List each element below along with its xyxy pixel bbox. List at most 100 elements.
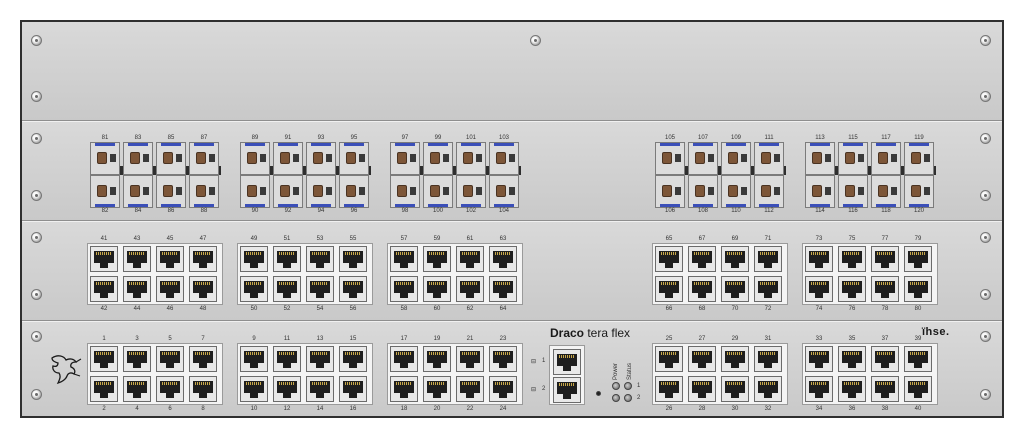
sfp-port[interactable] xyxy=(754,142,784,175)
rj45-port[interactable] xyxy=(754,346,782,372)
sfp-port[interactable] xyxy=(189,142,219,175)
rj45-port[interactable] xyxy=(240,376,268,402)
sfp-port[interactable] xyxy=(156,142,186,175)
rj45-port[interactable] xyxy=(754,246,782,272)
rj45-port[interactable] xyxy=(123,246,151,272)
rj45-port[interactable] xyxy=(754,276,782,302)
sfp-port[interactable] xyxy=(456,175,486,208)
rj45-port[interactable] xyxy=(123,376,151,402)
rj45-port[interactable] xyxy=(688,246,716,272)
rj45-port[interactable] xyxy=(90,246,118,272)
sfp-port[interactable] xyxy=(655,175,685,208)
rj45-port[interactable] xyxy=(805,346,833,372)
rj45-port[interactable] xyxy=(655,376,683,402)
rj45-port[interactable] xyxy=(306,246,334,272)
rj45-port[interactable] xyxy=(423,246,451,272)
rj45-port[interactable] xyxy=(339,376,367,402)
sfp-port[interactable] xyxy=(306,142,336,175)
sfp-port[interactable] xyxy=(123,175,153,208)
rj45-port[interactable] xyxy=(904,346,932,372)
rj45-port[interactable] xyxy=(754,376,782,402)
rj45-port[interactable] xyxy=(339,276,367,302)
rj45-port[interactable] xyxy=(390,376,418,402)
sfp-port[interactable] xyxy=(838,175,868,208)
rj45-port[interactable] xyxy=(273,246,301,272)
sfp-port[interactable] xyxy=(189,175,219,208)
rj45-port[interactable] xyxy=(838,246,866,272)
rj45-port[interactable] xyxy=(655,276,683,302)
rj45-port[interactable] xyxy=(306,346,334,372)
sfp-port[interactable] xyxy=(240,175,270,208)
sfp-port[interactable] xyxy=(688,175,718,208)
sfp-port[interactable] xyxy=(390,175,420,208)
rj45-port[interactable] xyxy=(838,376,866,402)
rj45-port[interactable] xyxy=(156,276,184,302)
rj45-port[interactable] xyxy=(156,346,184,372)
rj45-port[interactable] xyxy=(240,346,268,372)
rj45-port[interactable] xyxy=(423,346,451,372)
sfp-port[interactable] xyxy=(805,142,835,175)
sfp-port[interactable] xyxy=(489,175,519,208)
rj45-port[interactable] xyxy=(123,346,151,372)
sfp-port[interactable] xyxy=(123,142,153,175)
management-ethernet-port[interactable] xyxy=(553,377,581,403)
sfp-port[interactable] xyxy=(805,175,835,208)
sfp-port[interactable] xyxy=(339,175,369,208)
rj45-port[interactable] xyxy=(721,276,749,302)
rj45-port[interactable] xyxy=(156,246,184,272)
rj45-port[interactable] xyxy=(838,276,866,302)
rj45-port[interactable] xyxy=(123,276,151,302)
rj45-port[interactable] xyxy=(90,346,118,372)
rj45-port[interactable] xyxy=(273,346,301,372)
sfp-port[interactable] xyxy=(904,175,934,208)
rj45-port[interactable] xyxy=(90,376,118,402)
sfp-port[interactable] xyxy=(838,142,868,175)
rj45-port[interactable] xyxy=(456,276,484,302)
rj45-port[interactable] xyxy=(456,246,484,272)
rj45-port[interactable] xyxy=(156,376,184,402)
sfp-port[interactable] xyxy=(273,142,303,175)
rj45-port[interactable] xyxy=(871,246,899,272)
sfp-port[interactable] xyxy=(871,175,901,208)
sfp-port[interactable] xyxy=(240,142,270,175)
sfp-port[interactable] xyxy=(721,175,751,208)
rj45-port[interactable] xyxy=(189,376,217,402)
sfp-port[interactable] xyxy=(456,142,486,175)
rj45-port[interactable] xyxy=(871,276,899,302)
sfp-port[interactable] xyxy=(904,142,934,175)
rj45-port[interactable] xyxy=(805,376,833,402)
rj45-port[interactable] xyxy=(240,276,268,302)
rj45-port[interactable] xyxy=(339,246,367,272)
rj45-port[interactable] xyxy=(721,246,749,272)
sfp-port[interactable] xyxy=(871,142,901,175)
sfp-port[interactable] xyxy=(90,175,120,208)
rj45-port[interactable] xyxy=(423,376,451,402)
rj45-port[interactable] xyxy=(489,346,517,372)
rj45-port[interactable] xyxy=(904,246,932,272)
rj45-port[interactable] xyxy=(655,246,683,272)
rj45-port[interactable] xyxy=(423,276,451,302)
sfp-port[interactable] xyxy=(655,142,685,175)
rj45-port[interactable] xyxy=(390,246,418,272)
rj45-port[interactable] xyxy=(189,346,217,372)
rj45-port[interactable] xyxy=(390,276,418,302)
rj45-port[interactable] xyxy=(306,276,334,302)
sfp-port[interactable] xyxy=(688,142,718,175)
sfp-port[interactable] xyxy=(90,142,120,175)
management-ethernet-port[interactable] xyxy=(553,349,581,375)
rj45-port[interactable] xyxy=(904,376,932,402)
rj45-port[interactable] xyxy=(456,376,484,402)
rj45-port[interactable] xyxy=(390,346,418,372)
rj45-port[interactable] xyxy=(90,276,118,302)
sfp-port[interactable] xyxy=(754,175,784,208)
rj45-port[interactable] xyxy=(273,276,301,302)
rj45-port[interactable] xyxy=(904,276,932,302)
rj45-port[interactable] xyxy=(688,276,716,302)
rj45-port[interactable] xyxy=(189,276,217,302)
rj45-port[interactable] xyxy=(306,376,334,402)
rj45-port[interactable] xyxy=(721,346,749,372)
rj45-port[interactable] xyxy=(871,346,899,372)
rj45-port[interactable] xyxy=(838,346,866,372)
sfp-port[interactable] xyxy=(306,175,336,208)
rj45-port[interactable] xyxy=(339,346,367,372)
